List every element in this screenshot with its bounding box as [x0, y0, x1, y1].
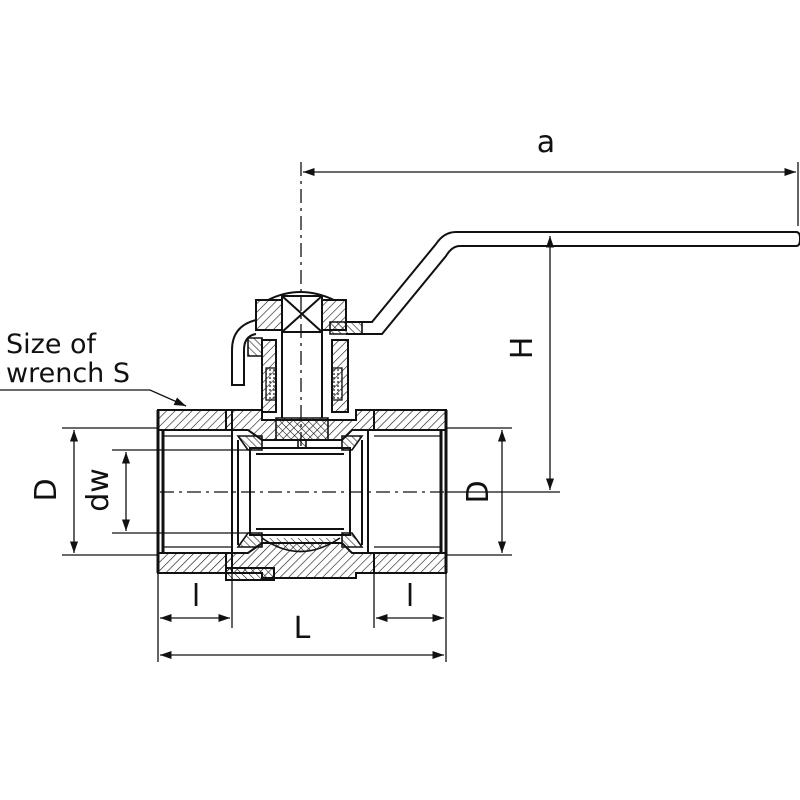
- label-D-left: D: [29, 478, 64, 501]
- stem-assembly: [231, 291, 349, 449]
- packing-right: [331, 367, 343, 401]
- label-wrench-line1: Size of: [6, 329, 98, 360]
- stem: [281, 320, 323, 418]
- stem-base: [275, 417, 329, 449]
- label-l-right: l: [406, 579, 414, 614]
- left-thread-lines: [163, 435, 232, 548]
- seat-bottom-right: [341, 532, 364, 548]
- bonnet-ring: [247, 337, 263, 357]
- left-end-bottom-wall: [157, 552, 233, 574]
- ball: [249, 447, 351, 536]
- handle-root: [329, 321, 363, 335]
- seat-top-right: [341, 435, 364, 451]
- label-wrench-line2: wrench S: [6, 358, 130, 389]
- label-l-left: l: [192, 579, 200, 614]
- right-thread-lines: [374, 435, 441, 548]
- top-nut-cap: [267, 291, 335, 301]
- label-dw: dw: [81, 468, 116, 512]
- label-D-right: D: [461, 480, 496, 503]
- top-nut-cross: [281, 295, 323, 333]
- right-end-bottom-wall: [373, 552, 447, 574]
- wrench-leader: [0, 389, 187, 407]
- packing-left: [265, 367, 277, 401]
- body-bottom-nut: [225, 567, 275, 581]
- right-end-top-wall: [373, 409, 447, 431]
- left-end-top-wall: [157, 409, 233, 431]
- ball-lower-arc: [261, 537, 341, 553]
- seat-top-left: [236, 435, 263, 451]
- ball-bore: [256, 453, 344, 530]
- handle-outline: [346, 231, 800, 335]
- handle-stop-hook: [231, 319, 257, 386]
- label-a: a: [537, 125, 555, 160]
- lever-handle: [329, 231, 800, 335]
- seat-bottom-left: [236, 532, 263, 548]
- label-L: L: [294, 611, 311, 646]
- label-H: H: [505, 337, 540, 360]
